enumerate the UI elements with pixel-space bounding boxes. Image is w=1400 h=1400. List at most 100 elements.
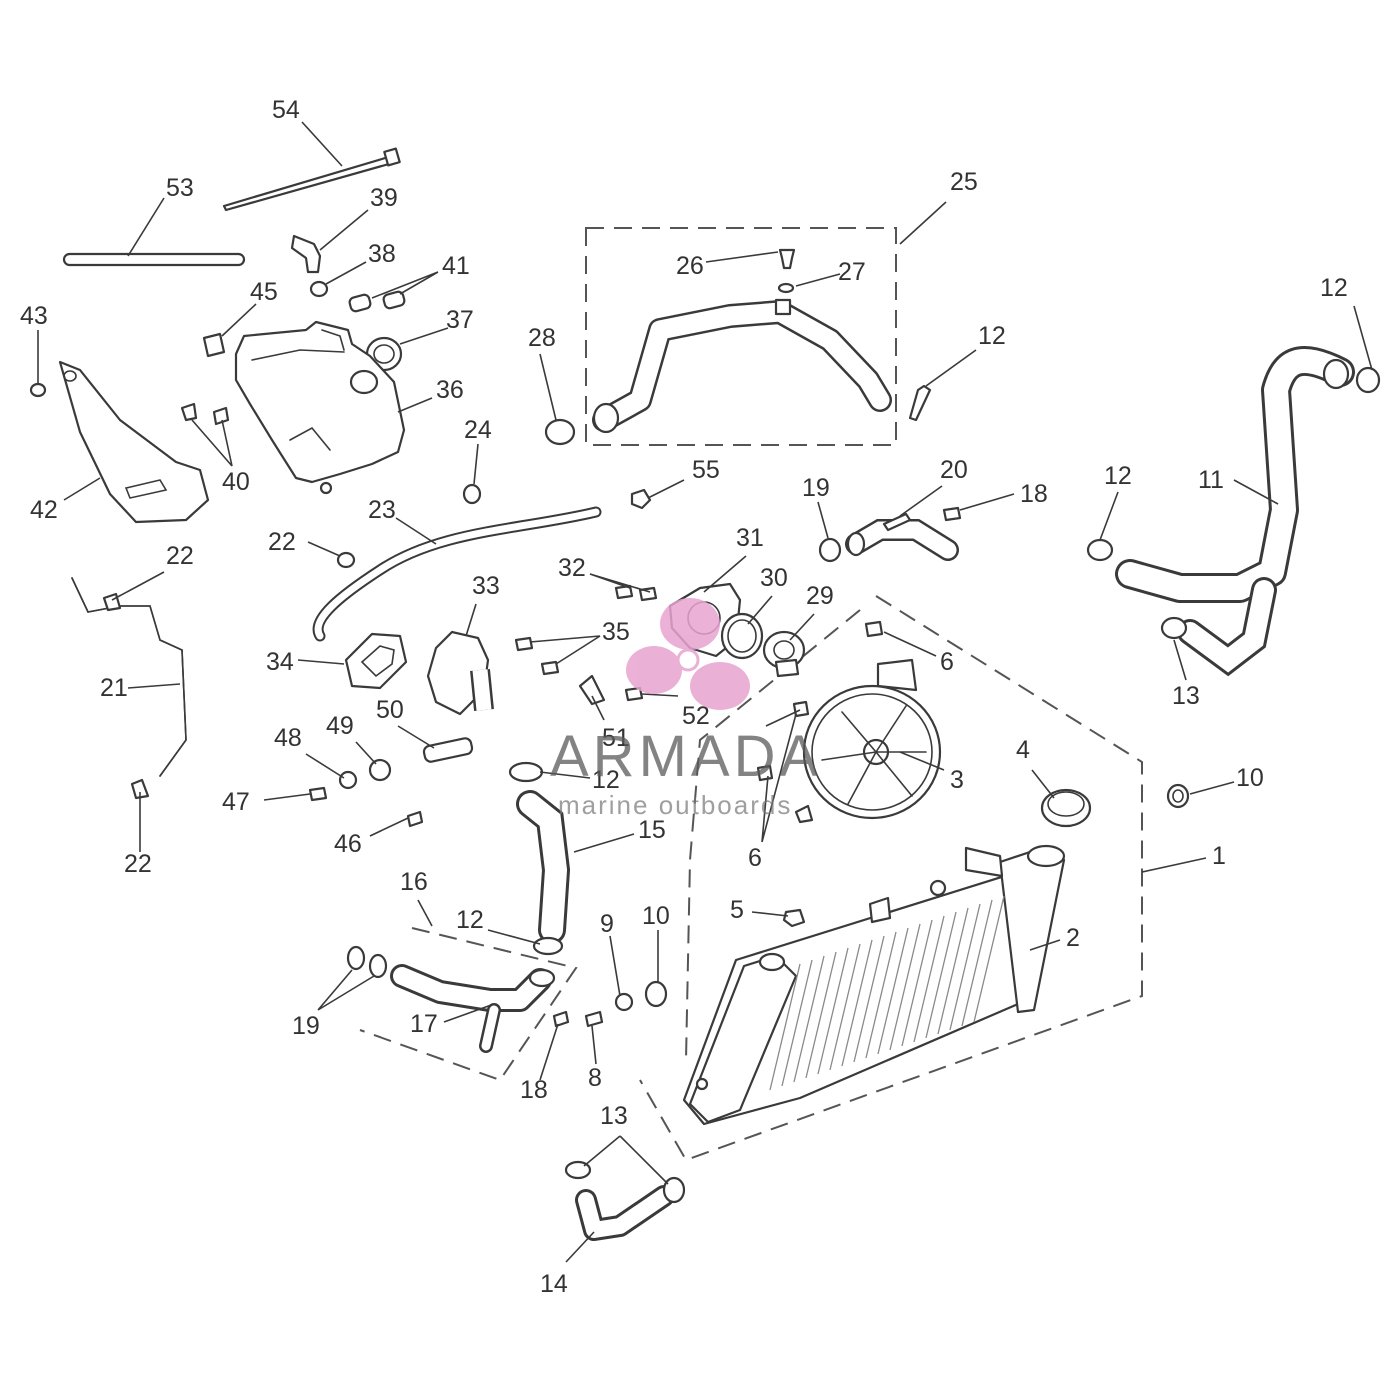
callout-12: 12 [456, 906, 484, 934]
bolt-upper-part [942, 506, 962, 522]
callout-24: 24 [464, 416, 492, 444]
hose-elbow-part [290, 234, 322, 274]
propeller-blade [660, 598, 720, 650]
callout-12: 12 [978, 322, 1006, 350]
watermark-brand: ARMADA [550, 724, 822, 789]
radiator-assembly-outline [639, 595, 1143, 1162]
propeller-blade [626, 646, 682, 694]
callout-53: 53 [166, 174, 194, 202]
hose-clip-part [908, 384, 932, 422]
callout-15: 15 [638, 816, 666, 844]
callout-labels: 54 53 39 38 41 45 37 43 36 42 40 24 28 2… [20, 96, 1348, 1298]
callout-14: 14 [540, 1270, 568, 1298]
o-ring-pair-part [346, 945, 388, 979]
housing-bolt-parts [514, 636, 560, 676]
callout-12: 12 [592, 766, 620, 794]
callout-34: 34 [266, 648, 294, 676]
grommet-part [309, 280, 329, 298]
cooling-fan-part [794, 658, 942, 824]
side-cover-part [58, 360, 210, 524]
hose-clamp-part [544, 418, 576, 446]
bolt-pair-part [180, 402, 230, 426]
callout-48: 48 [274, 724, 302, 752]
callout-54: 54 [272, 96, 300, 124]
callout-9: 9 [600, 910, 614, 938]
callout-40: 40 [222, 468, 250, 496]
callout-11: 11 [1198, 466, 1224, 494]
propeller-hub [676, 648, 700, 672]
radiator-assembly-outline-left [685, 609, 861, 1061]
callout-22: 22 [124, 850, 152, 878]
small-clip-parts [102, 551, 356, 800]
thermostat-part [762, 630, 806, 678]
callout-41: 41 [442, 252, 470, 280]
callout-22: 22 [268, 528, 296, 556]
callout-2: 2 [1066, 924, 1080, 952]
thermostat-pipe-part [592, 298, 892, 434]
watermark-tagline: marine outboards [558, 790, 792, 820]
callout-26: 26 [676, 252, 704, 280]
callout-31: 31 [736, 524, 764, 552]
mount-bolt-part [308, 786, 328, 802]
overflow-hose-part [312, 506, 602, 642]
callout-39: 39 [370, 184, 398, 212]
strap-part [62, 252, 246, 267]
water-pipe-part [390, 964, 556, 1053]
callout-12: 12 [1104, 462, 1132, 490]
callout-22: 22 [166, 542, 194, 570]
bleed-pipe-part [71, 577, 187, 777]
radiator-fins [769, 895, 1005, 1091]
leader-lines [37, 121, 1373, 1263]
callout-3: 3 [950, 766, 964, 794]
callout-17: 17 [410, 1010, 438, 1038]
radiator-part [682, 844, 1066, 1126]
outlet-housing-part [426, 630, 494, 716]
callout-27: 27 [838, 258, 866, 286]
washer-part [777, 282, 795, 294]
callout-20: 20 [940, 456, 968, 484]
callout-47: 47 [222, 788, 250, 816]
water-pipe-assembly-outline [359, 927, 578, 1082]
callout-6: 6 [748, 844, 762, 872]
nut-part [630, 488, 652, 510]
callout-45: 45 [250, 278, 278, 306]
thermostat-pipe-assembly-outline [585, 227, 897, 446]
spacer-part [422, 737, 474, 763]
callout-35: 35 [602, 618, 630, 646]
callout-43: 43 [20, 302, 48, 330]
callout-46: 46 [334, 830, 362, 858]
callout-10: 10 [642, 902, 670, 930]
propeller-logo [626, 598, 750, 710]
lower-hose-part [508, 761, 571, 956]
callout-13: 13 [600, 1102, 628, 1130]
radiator-nut-part [782, 908, 806, 928]
clip-part [202, 332, 226, 358]
lower-bolt-part [406, 810, 424, 828]
callout-19: 19 [292, 1012, 320, 1040]
radiator-hose-part [1115, 346, 1355, 677]
callout-10: 10 [1236, 764, 1264, 792]
mount-washer-part [338, 770, 358, 790]
callout-42: 42 [30, 496, 58, 524]
bypass-hose-part [564, 1160, 686, 1241]
callout-23: 23 [368, 496, 396, 524]
radiator-washer-part [614, 992, 634, 1012]
callout-13: 13 [1172, 682, 1200, 710]
clamp-part [462, 483, 482, 505]
bolt-lower-part [552, 1010, 570, 1028]
callout-6: 6 [940, 648, 954, 676]
callout-29: 29 [806, 582, 834, 610]
pipe-elbow-part [845, 512, 959, 561]
callout-38: 38 [368, 240, 396, 268]
bracket-bolt-part [624, 686, 644, 702]
bush-pair-part [348, 290, 406, 313]
callout-16: 16 [400, 868, 428, 896]
callout-12: 12 [1320, 274, 1348, 302]
callout-8: 8 [588, 1064, 602, 1092]
callout-25: 25 [950, 168, 978, 196]
callout-18: 18 [1020, 480, 1048, 508]
watermark: ARMADA marine outboards [550, 598, 822, 820]
callout-28: 28 [528, 324, 556, 352]
callout-36: 36 [436, 376, 464, 404]
